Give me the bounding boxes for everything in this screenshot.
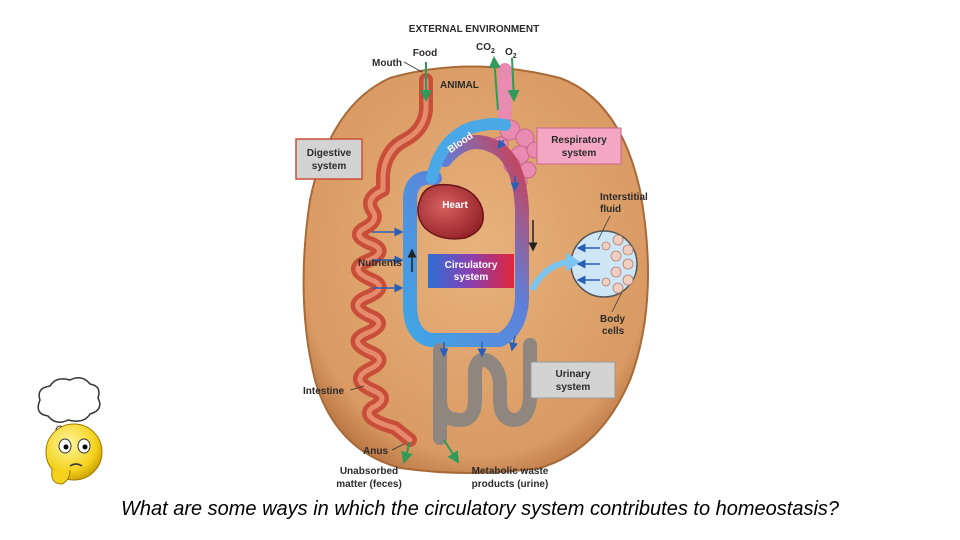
respiratory-label-line1: Respiratory <box>551 135 607 146</box>
circulatory-label-line1: Circulatory <box>445 260 498 271</box>
circulatory-system-box <box>428 254 514 288</box>
external-environment-label: EXTERNAL ENVIRONMENT <box>409 24 539 35</box>
circulatory-label-line2: system <box>454 272 489 283</box>
magnifier-callout-arrow <box>529 259 569 292</box>
urinary-label-line2: system <box>556 382 591 393</box>
animal-label: ANIMAL <box>440 80 479 91</box>
unabsorbed-label-line2: matter (feces) <box>336 479 402 490</box>
urinary-system-box <box>530 361 616 399</box>
digestive-system-box <box>295 138 363 180</box>
heart-icon <box>417 183 484 240</box>
urinary-label-line1: Urinary <box>555 369 590 380</box>
thinking-face-icon <box>37 377 103 485</box>
interstitial-label-line2: fluid <box>600 204 621 215</box>
food-label: Food <box>413 48 437 59</box>
o2-label: O2 <box>505 47 517 60</box>
body-cells-label-line2: cells <box>602 326 625 337</box>
homeostasis-question: What are some ways in which the circulat… <box>120 498 840 520</box>
blood-vessel-top <box>426 118 511 184</box>
circulatory-loop <box>403 135 529 347</box>
urinary-tubules <box>433 338 537 427</box>
mouth-label: Mouth <box>372 58 402 69</box>
heart-label: Heart <box>442 200 468 211</box>
co2-label: CO2 <box>476 42 495 55</box>
body-cells-label-line1: Body <box>600 314 625 325</box>
digestive-label-line1: Digestive <box>307 148 352 159</box>
unabsorbed-label-line1: Unabsorbed <box>340 466 398 477</box>
anus-label: Anus <box>363 446 388 457</box>
digestive-label-line2: system <box>312 161 347 172</box>
metabolic-label-line1: Metabolic waste <box>472 466 549 477</box>
respiratory-label-line2: system <box>562 148 597 159</box>
interstitial-label-line1: Interstitial <box>600 192 648 203</box>
external-arrows <box>401 56 520 464</box>
nutrients-label: Nutrients <box>358 258 402 269</box>
metabolic-label-line2: products (urine) <box>472 479 549 490</box>
respiratory-system-box <box>536 127 622 165</box>
exchange-arrows <box>372 139 600 358</box>
intestine-label: Intestine <box>303 386 345 397</box>
body-cells <box>601 234 634 294</box>
